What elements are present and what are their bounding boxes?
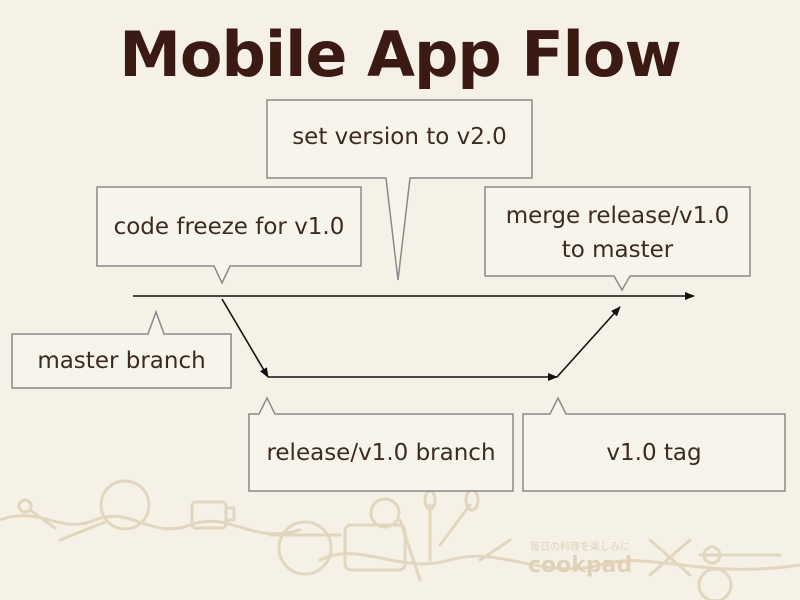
scissors-icon — [648, 538, 692, 577]
merge-arrow — [556, 306, 621, 378]
whisk-icon — [438, 503, 472, 547]
callout-set-version-label: set version to v2.0 — [292, 124, 507, 150]
callout-master-branch-label: master branch — [37, 348, 206, 374]
kitchen-illustration: 毎日の料理を楽しみに cookpad — [0, 479, 800, 600]
branch-off-arrow — [221, 298, 269, 378]
callout-tag-label: v1.0 tag — [606, 440, 702, 466]
callout-release-branch-box — [248, 396, 514, 492]
callout-code-freeze-label: code freeze for v1.0 — [113, 214, 345, 240]
callout-tag-box — [522, 396, 786, 492]
callout-master-branch-box — [11, 309, 232, 389]
plate-icon — [369, 497, 401, 529]
callout-merge-release-label-line1: merge release/v1.0 — [505, 203, 730, 229]
cup-icon — [190, 500, 228, 530]
callout-merge-release-box — [484, 186, 751, 292]
callout-release-branch-label: release/v1.0 branch — [266, 440, 496, 466]
callout-set-version-box — [266, 99, 533, 281]
decor-line-right — [318, 552, 800, 571]
knife-icon — [398, 518, 422, 582]
bowl-icon — [697, 567, 733, 600]
pot-icon — [277, 520, 333, 576]
ladle-icon — [478, 538, 512, 562]
slide-title: Mobile App Flow — [119, 18, 682, 91]
pan-icon — [99, 479, 151, 531]
cookpad-tagline: 毎日の料理を楽しみに — [530, 540, 630, 553]
cutting-board-icon — [343, 523, 407, 572]
decor-line-left — [0, 514, 302, 536]
callout-merge-release-label-line2: to master — [561, 237, 674, 263]
cookpad-logo: cookpad — [528, 553, 632, 578]
callout-code-freeze-box — [96, 186, 362, 285]
